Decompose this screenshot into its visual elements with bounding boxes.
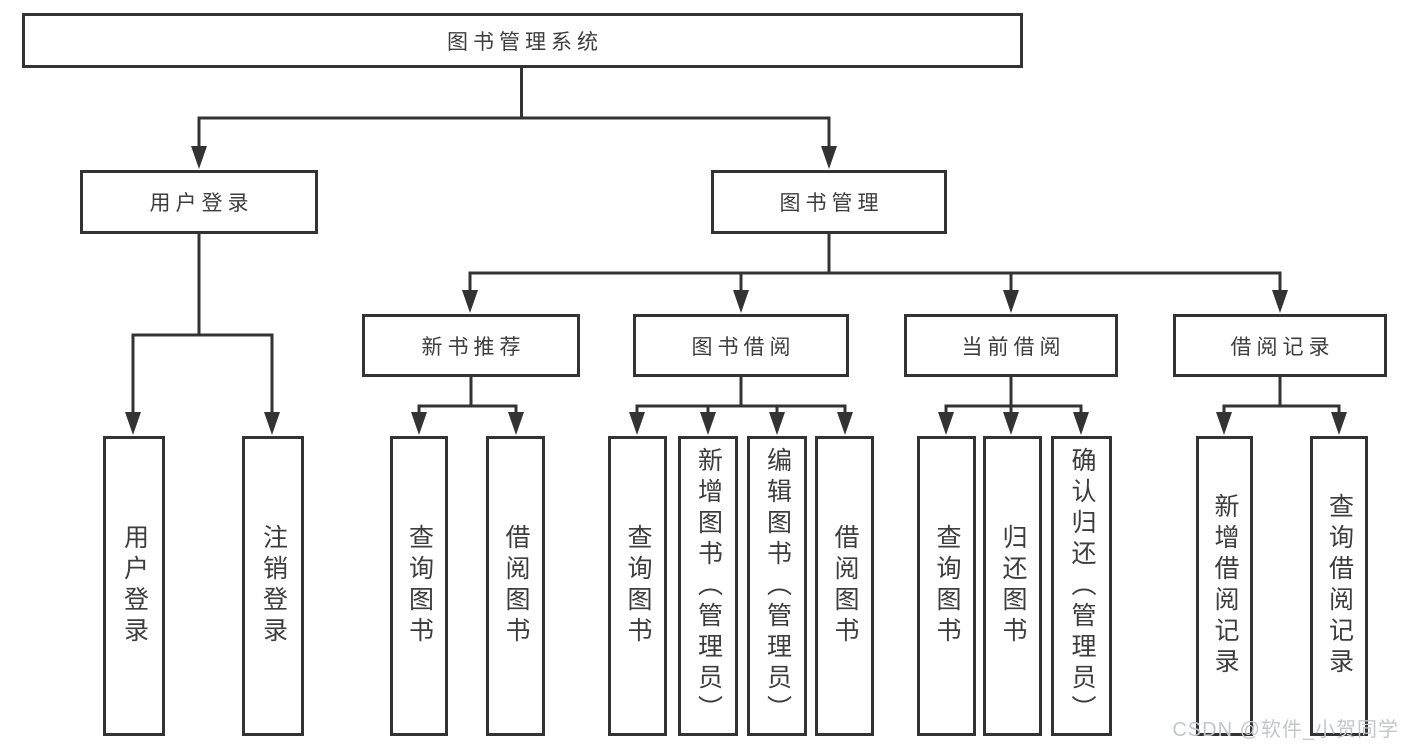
node-label: 图书管理系统 — [447, 30, 603, 54]
node-label: 归还图书 — [999, 524, 1027, 648]
leaf-user-login: 用户登录 — [103, 436, 165, 736]
leaf-borrow-books-recommend: 借阅图书 — [486, 436, 545, 736]
node-label: 图书管理 — [779, 192, 884, 215]
node-label: 查询借阅记录 — [1325, 493, 1354, 679]
leaf-borrow-books: 借阅图书 — [815, 436, 874, 736]
node-label: 借阅图书 — [502, 524, 530, 648]
node-label: 图书借阅 — [691, 335, 796, 359]
leaf-edit-books-admin: 编辑图书（管理员） — [747, 436, 807, 736]
node-label: 确认归还（管理员） — [1068, 446, 1096, 726]
node-book-borrowing: 图书借阅 — [633, 314, 849, 377]
node-label: 查询图书 — [405, 524, 434, 648]
leaf-query-books-current: 查询图书 — [917, 436, 976, 736]
node-label: 用户登录 — [149, 192, 254, 215]
leaf-add-borrow-record: 新增借阅记录 — [1196, 436, 1253, 736]
node-label: 用户登录 — [120, 524, 149, 648]
leaf-confirm-return-admin: 确认归还（管理员） — [1051, 436, 1112, 736]
node-label: 新增图书（管理员） — [694, 446, 723, 726]
node-label: 编辑图书（管理员） — [763, 446, 792, 726]
leaf-query-borrow-record: 查询借阅记录 — [1310, 436, 1368, 736]
node-borrowing-records: 借阅记录 — [1173, 314, 1387, 377]
node-book-management-system: 图书管理系统 — [22, 13, 1023, 68]
node-label: 借阅记录 — [1230, 335, 1335, 359]
csdn-watermark: CSDN @软件_小贺同学 — [1172, 719, 1399, 741]
leaf-logout: 注销登录 — [242, 436, 304, 736]
node-user-login: 用户登录 — [80, 170, 318, 234]
node-book-management: 图书管理 — [711, 170, 947, 234]
node-label: 当前借阅 — [961, 335, 1066, 359]
node-label: 新增借阅记录 — [1211, 493, 1239, 679]
leaf-return-books: 归还图书 — [983, 436, 1042, 736]
node-label: 借阅图书 — [831, 524, 859, 648]
node-label: 查询图书 — [933, 524, 961, 648]
node-label: 新书推荐 — [421, 335, 526, 359]
leaf-query-books-borrowing: 查询图书 — [608, 436, 667, 736]
leaf-add-books-admin: 新增图书（管理员） — [678, 436, 738, 736]
node-label: 注销登录 — [259, 524, 288, 648]
node-label: 查询图书 — [624, 524, 652, 648]
node-new-book-recommendation: 新书推荐 — [362, 314, 580, 377]
leaf-query-books-recommend: 查询图书 — [390, 436, 448, 736]
node-current-borrowing: 当前借阅 — [904, 314, 1118, 377]
